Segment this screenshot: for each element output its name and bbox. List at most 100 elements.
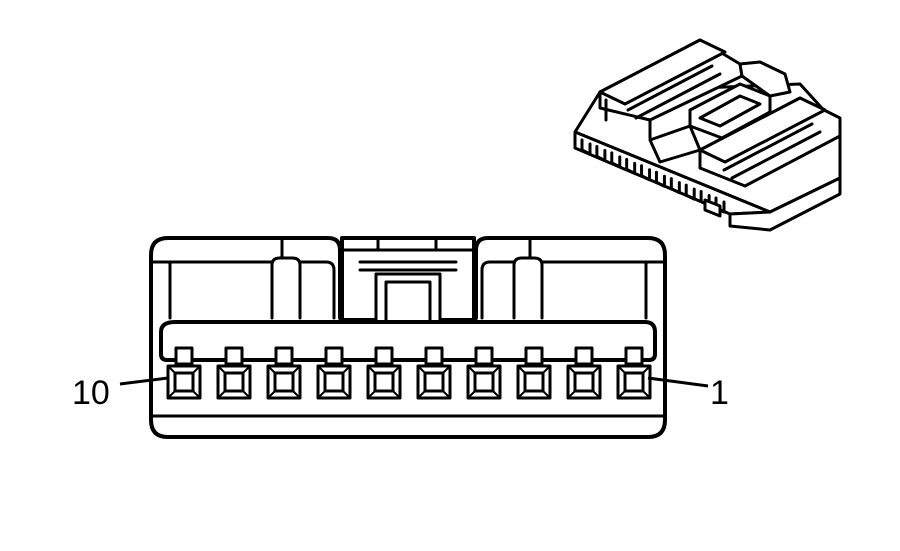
center-lock-slot-inner (384, 280, 432, 322)
pin-cavity-chamfer (167, 365, 176, 374)
pin-cavity-chamfer (317, 390, 326, 399)
pin-cavity-chamfer (342, 390, 351, 399)
pin-cavity-2 (566, 346, 602, 400)
pin-cavity-chamfer (442, 365, 451, 374)
pin-cavity-chamfer (542, 390, 551, 399)
iso-terminal-tooth (625, 157, 637, 175)
pin-cavity-inner (223, 371, 245, 393)
pin-cavity-chamfer (617, 365, 626, 374)
pin-cavity-notch (374, 346, 394, 366)
iso-terminal-tooth (610, 151, 622, 169)
pin-cavity-5 (416, 346, 452, 400)
iso-terminal-tooth (580, 138, 592, 156)
pin-cavity-chamfer (517, 390, 526, 399)
pin-cavity-chamfer (567, 390, 576, 399)
pin-cavity-chamfer (367, 390, 376, 399)
pin-cavity-chamfer (592, 390, 601, 399)
pin-10-leader (119, 376, 169, 386)
pin-cavity-8 (266, 346, 302, 400)
pin-cavities (166, 346, 652, 400)
pin-cavity-chamfer (567, 365, 576, 374)
pin-cavity-chamfer (242, 390, 251, 399)
pin-cavity-chamfer (617, 390, 626, 399)
pin-cavity-10 (166, 346, 202, 400)
iso-terminal-tooth (654, 170, 666, 188)
pin-cavity-chamfer (517, 365, 526, 374)
pin-cavity-chamfer (642, 365, 651, 374)
iso-left-rib-2 (604, 98, 652, 140)
pin-cavity-chamfer (192, 365, 201, 374)
pin-cavity-chamfer (217, 365, 226, 374)
pin-cavity-chamfer (392, 365, 401, 374)
pin-cavity-chamfer (217, 390, 226, 399)
pin-cavity-inner (623, 371, 645, 393)
pin-1-label: 1 (710, 374, 729, 412)
latch-post-right (512, 256, 544, 320)
housing-inner-left (151, 260, 336, 320)
pin-cavity-notch (224, 346, 244, 366)
pin-cavity-chamfer (492, 365, 501, 374)
pin-cavity-inner (373, 371, 395, 393)
iso-center-latch-inner (698, 94, 762, 128)
pin-cavity-6 (366, 346, 402, 400)
pin-cavity-chamfer (317, 365, 326, 374)
pin-cavity-chamfer (167, 390, 176, 399)
iso-right-rib (722, 122, 822, 180)
pin-cavity-notch (574, 346, 594, 366)
pin-cavity-chamfer (192, 390, 201, 399)
center-lock-slot (374, 272, 442, 322)
pin-cavity-chamfer (417, 365, 426, 374)
pin-cavity-3 (516, 346, 552, 400)
housing-inner-right (480, 260, 665, 320)
iso-left-rib-1 (626, 64, 722, 120)
pin-cavity-notch (424, 346, 444, 366)
pin-cavity-inner (273, 371, 295, 393)
pin-cavity-notch (474, 346, 494, 366)
pin-cavity-notch (274, 346, 294, 366)
pin-cavity-notch (624, 346, 644, 366)
iso-center-gap (648, 124, 702, 164)
pin-cavity-inner (423, 371, 445, 393)
pin-cavity-notch (324, 346, 344, 366)
pin-10-label: 10 (72, 374, 110, 412)
pin-cavity-inner (173, 371, 195, 393)
pin-cavity-1 (616, 346, 652, 400)
pin-cavity-chamfer (467, 390, 476, 399)
pin-cavity-notch (524, 346, 544, 366)
pin-cavity-chamfer (267, 390, 276, 399)
pin-cavity-inner (323, 371, 345, 393)
pin-cavity-chamfer (267, 365, 276, 374)
pin-cavity-inner (573, 371, 595, 393)
connector-front-view (149, 236, 667, 439)
pin-cavity-chamfer (392, 390, 401, 399)
connector-isometric-view (573, 38, 842, 232)
pin-cavity-notch (174, 346, 194, 366)
pin-cavity-chamfer (342, 365, 351, 374)
iso-center-latch-top (738, 60, 792, 98)
iso-terminal-tooth (684, 183, 696, 201)
pin-cavity-inner (523, 371, 545, 393)
latch-post-left (270, 256, 302, 320)
pin-cavity-7 (316, 346, 352, 400)
pin-cavity-chamfer (292, 390, 301, 399)
pin-1-leader (647, 376, 709, 388)
pin-cavity-chamfer (542, 365, 551, 374)
pin-cavity-chamfer (417, 390, 426, 399)
pin-cavity-chamfer (367, 365, 376, 374)
pin-cavity-chamfer (592, 365, 601, 374)
pin-cavity-chamfer (292, 365, 301, 374)
iso-terminal-tooth (669, 177, 681, 195)
iso-body-right-face (728, 176, 842, 232)
iso-left-block-top (598, 38, 727, 106)
pin-cavity-chamfer (492, 390, 501, 399)
pin-cavity-chamfer (442, 390, 451, 399)
iso-right-block-top (698, 96, 827, 164)
iso-front-tab (703, 198, 722, 218)
pin-cavity-9 (216, 346, 252, 400)
pin-cavity-chamfer (467, 365, 476, 374)
pin-cavity-4 (466, 346, 502, 400)
pin-cavity-chamfer (242, 365, 251, 374)
iso-terminal-tooth (640, 164, 652, 182)
iso-terminal-tooth (595, 144, 607, 162)
